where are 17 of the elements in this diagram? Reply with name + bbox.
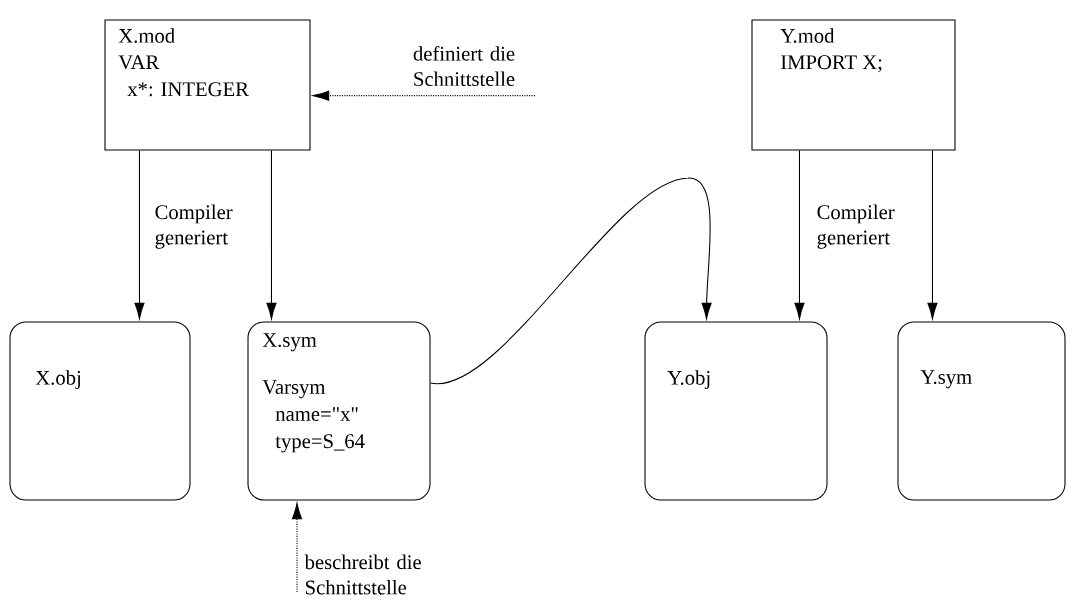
arrow	[430, 177, 712, 384]
arrow	[794, 150, 805, 320]
file-box: Y.obj	[644, 321, 828, 501]
arrow	[291, 502, 303, 593]
arrow	[312, 90, 536, 101]
module-box: X.mod VAR x*: INTEGER	[104, 19, 311, 151]
arrow	[266, 150, 277, 320]
edge-label: Compiler generiert	[153, 203, 246, 251]
note-text: beschreibt die Schnittstelle	[304, 554, 421, 595]
file-box: Y.sym	[897, 321, 1066, 501]
arrow	[927, 150, 938, 320]
file-box: X.sym Varsym name="x" type=S_64	[247, 321, 431, 501]
edge-label: Compiler generiert	[815, 203, 908, 251]
arrow	[134, 150, 145, 320]
note-text: definiert die Schnittstelle	[413, 45, 515, 87]
module-box: Y.mod IMPORT X;	[751, 19, 956, 151]
file-box: X.obj	[9, 321, 191, 501]
